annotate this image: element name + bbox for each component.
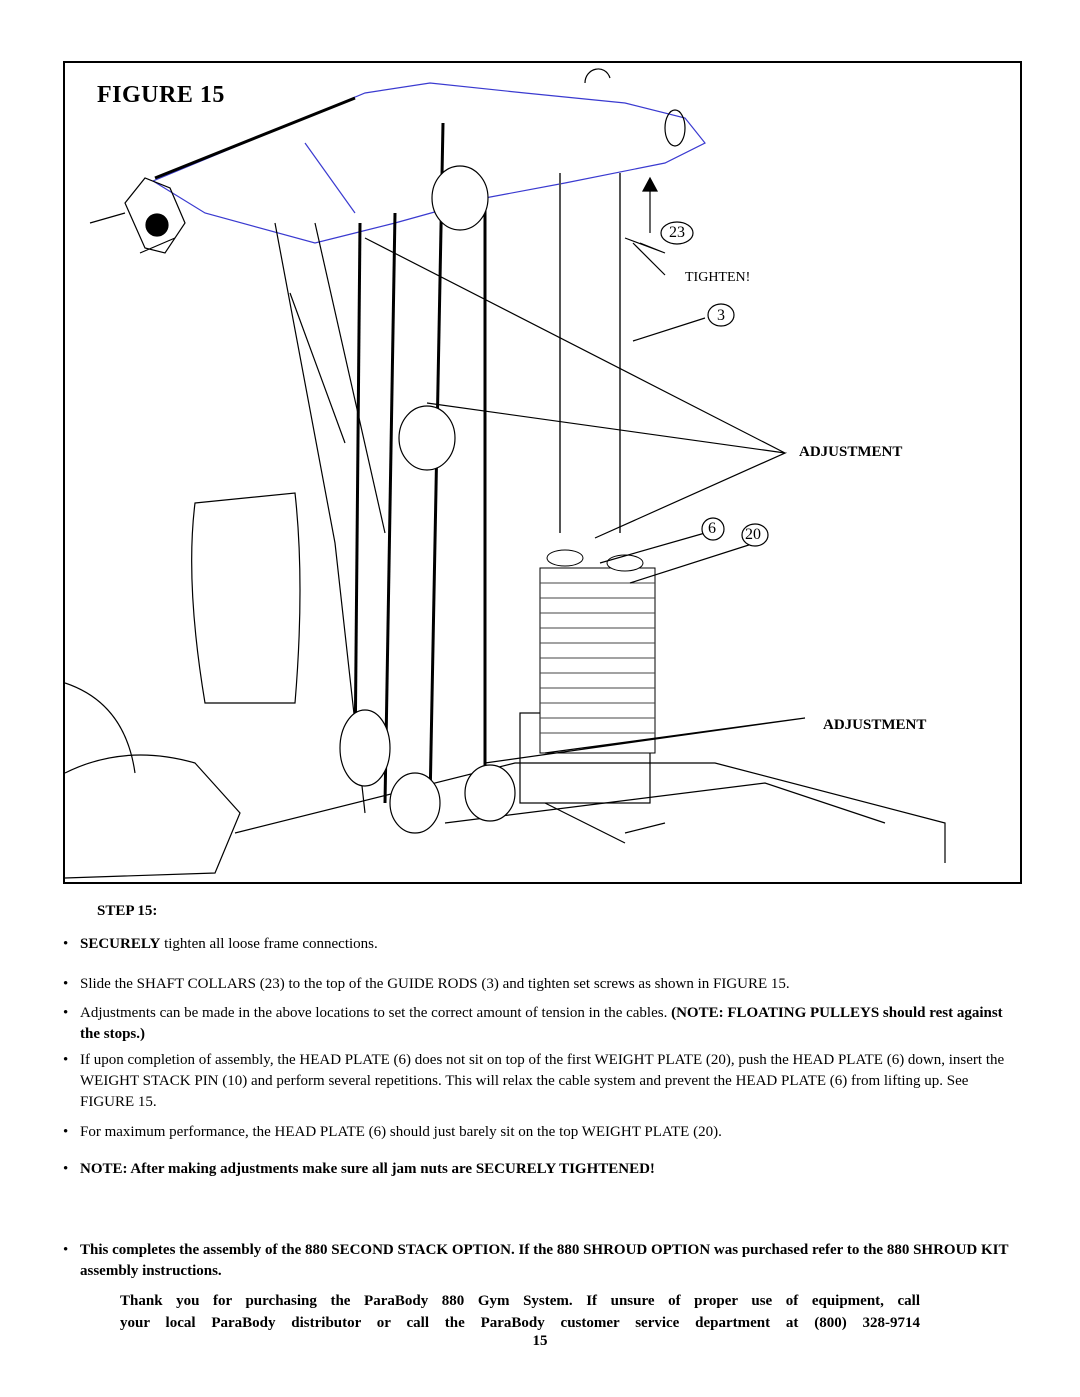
callout-weight-plate: 20 — [745, 526, 761, 543]
callout-shaft-collar: 23 — [669, 224, 685, 241]
gym-assembly-illustration — [65, 68, 946, 879]
callout-head-plate: 6 — [708, 520, 716, 537]
callout-guide-rod: 3 — [717, 307, 725, 324]
step-heading: STEP 15: — [97, 903, 158, 919]
floating-pulley-upper — [398, 405, 456, 471]
closing-line-1: Thank you for purchasing the ParaBody 88… — [120, 1293, 920, 1309]
figure-title: FIGURE 15 — [97, 82, 225, 108]
callout-adjustment-upper: ADJUSTMENT — [799, 444, 903, 460]
closing-line-2: your local ParaBody distributor or call … — [120, 1315, 920, 1331]
page-number: 15 — [532, 1333, 548, 1349]
callout-adjustment-lower: ADJUSTMENT — [823, 717, 927, 733]
callout-tighten: TIGHTEN! — [685, 270, 751, 285]
weight-stack — [539, 549, 656, 754]
figure-15-frame: FIGURE 15 23 TIGHTEN! 3 ADJUSTMENT 6 20 … — [63, 61, 1022, 884]
closing-message: Thank you for purchasing the ParaBody 88… — [120, 1290, 920, 1334]
